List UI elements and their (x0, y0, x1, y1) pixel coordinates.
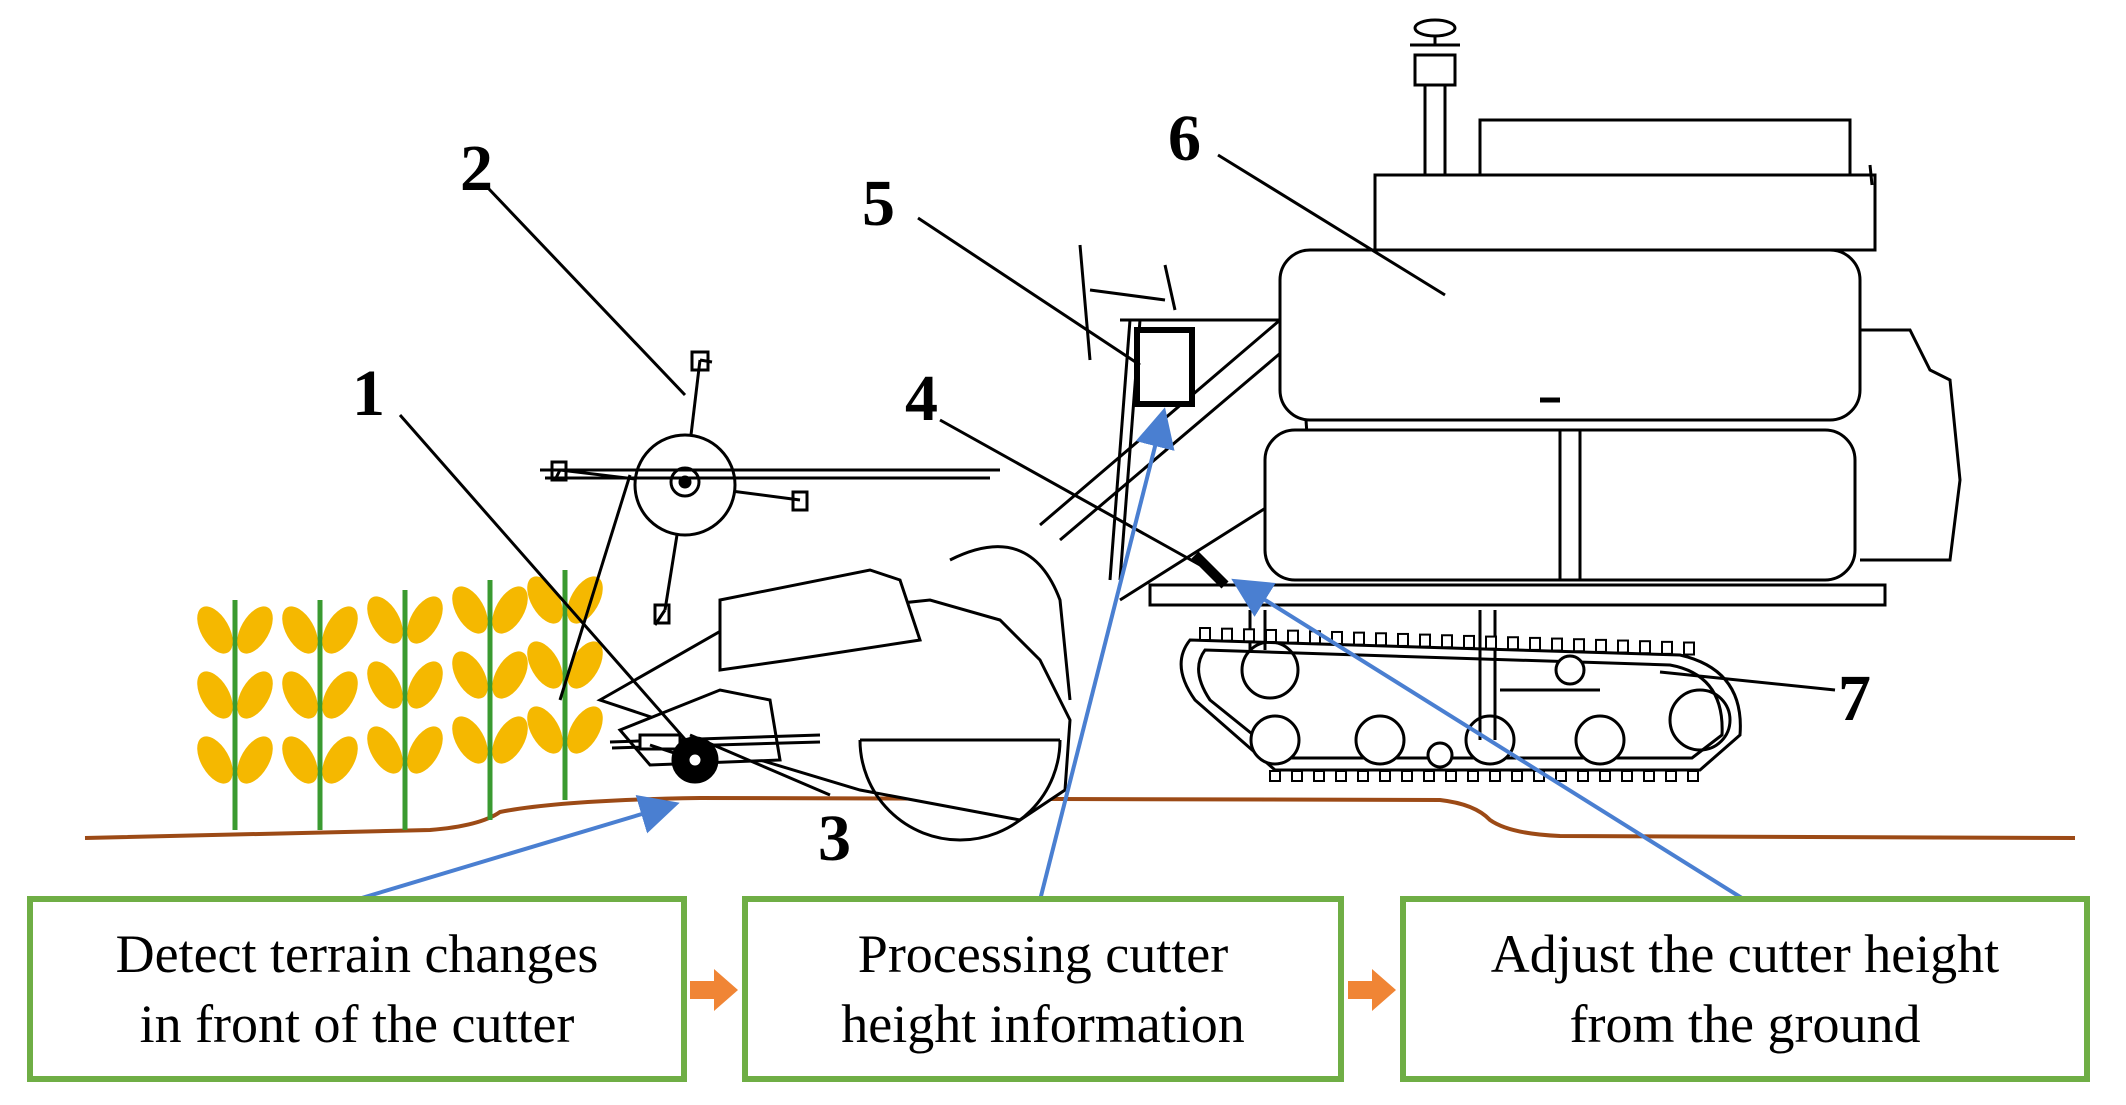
tread-block (1643, 770, 1655, 782)
tread-block (1467, 770, 1479, 782)
crop-kernel (492, 586, 528, 634)
cutting-header (540, 350, 1072, 842)
crop-kernel (452, 716, 488, 764)
tread-block (1269, 770, 1281, 782)
crop-kernel (407, 661, 443, 709)
crop-kernel (322, 671, 358, 719)
tread-block (1639, 640, 1651, 655)
tread-block (1555, 770, 1567, 782)
tread-block (1617, 639, 1629, 654)
crop-kernel (237, 671, 273, 719)
crop-kernel (237, 606, 273, 654)
flow-arrow-1 (690, 969, 738, 1011)
height-sensor (1191, 551, 1229, 589)
crawler-track (1179, 610, 1742, 772)
crop-kernel (527, 641, 563, 689)
crop-kernel (367, 596, 403, 644)
tread-block (1463, 634, 1475, 649)
tread-block (1507, 636, 1519, 651)
tread-block (1419, 633, 1431, 648)
crop-kernel (367, 726, 403, 774)
crop-kernel (197, 606, 233, 654)
tread-block (1375, 632, 1387, 647)
tread-block (1551, 637, 1563, 652)
part-number-1: 1 (352, 357, 385, 430)
flow-arrow-2 (1348, 969, 1396, 1011)
tread-block (1357, 770, 1369, 782)
crop-kernel (367, 661, 403, 709)
tread-block (1621, 770, 1633, 782)
tread-block (1353, 631, 1365, 646)
step-box-process: Processing cutter height information (742, 896, 1344, 1082)
step-box-adjust: Adjust the cutter height from the ground (1400, 896, 2090, 1082)
tread-block (1445, 770, 1457, 782)
tread-block (1529, 636, 1541, 651)
tread-block (1401, 770, 1413, 782)
controller-box (1134, 327, 1195, 407)
pointer-arrow-controller (1038, 407, 1175, 901)
part-number-5: 5 (862, 167, 895, 240)
tread-block (1287, 629, 1299, 644)
pointer-arrow-terrain (354, 795, 680, 902)
crop-kernel (282, 736, 318, 784)
operator-station (1078, 244, 1292, 581)
step-text-process: Processing cutter height information (841, 924, 1245, 1054)
harvester-body (1148, 18, 1962, 607)
tread-block (1661, 640, 1673, 655)
track-treads (1199, 627, 1699, 782)
tread-block (1511, 770, 1523, 782)
crop-kernel (322, 736, 358, 784)
crop-kernel (282, 606, 318, 654)
part-number-4: 4 (905, 362, 938, 435)
tread-block (1485, 635, 1497, 650)
tread-block (1221, 627, 1233, 642)
tread-block (1313, 770, 1325, 782)
tread-block (1489, 770, 1501, 782)
part-number-3: 3 (818, 802, 851, 875)
step-text-detect: Detect terrain changes in front of the c… (115, 924, 599, 1054)
tread-block (1243, 628, 1255, 643)
crop-kernel (452, 586, 488, 634)
crop-kernel (492, 651, 528, 699)
crop-kernel (237, 736, 273, 784)
step-text-adjust: Adjust the cutter height from the ground (1490, 924, 2000, 1054)
tread-block (1379, 770, 1391, 782)
tread-block (1683, 641, 1695, 656)
tread-block (1291, 770, 1303, 782)
crop-kernel (197, 671, 233, 719)
part-number-6: 6 (1168, 102, 1201, 175)
tread-block (1577, 770, 1589, 782)
pointer-arrows (354, 407, 1747, 902)
crop-kernel (492, 716, 528, 764)
tread-block (1265, 628, 1277, 643)
step-box-detect: Detect terrain changes in front of the c… (27, 896, 687, 1082)
pointer-arrow-sensor (1231, 578, 1747, 902)
crop-kernel (527, 706, 563, 754)
crop-field (197, 570, 603, 830)
crop-kernel (407, 596, 443, 644)
crop-kernel (452, 651, 488, 699)
ground-line (84, 795, 2076, 840)
crop-kernel (567, 706, 603, 754)
tread-block (1595, 638, 1607, 653)
part-number-7: 7 (1838, 662, 1871, 735)
crop-kernel (407, 726, 443, 774)
tread-block (1423, 770, 1435, 782)
part-number-2: 2 (460, 132, 493, 205)
part-leader-lines (398, 153, 1836, 797)
tread-block (1573, 638, 1585, 653)
tread-block (1599, 770, 1611, 782)
tread-block (1335, 770, 1347, 782)
tread-block (1397, 632, 1409, 647)
tread-block (1199, 627, 1211, 641)
crop-kernel (322, 606, 358, 654)
crop-kernel (197, 736, 233, 784)
crop-kernel (282, 671, 318, 719)
tread-block (1687, 770, 1699, 782)
tread-block (1665, 770, 1677, 782)
tread-block (1441, 634, 1453, 649)
